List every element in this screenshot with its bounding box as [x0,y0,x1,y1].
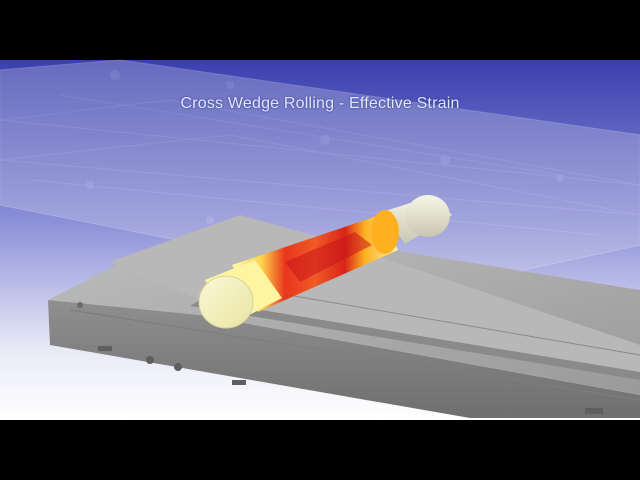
lower-die [48,215,640,418]
billet [198,195,452,329]
upper-die-translucent [0,59,640,291]
letterbox-top [0,0,640,60]
letterbox-bottom [0,420,640,480]
